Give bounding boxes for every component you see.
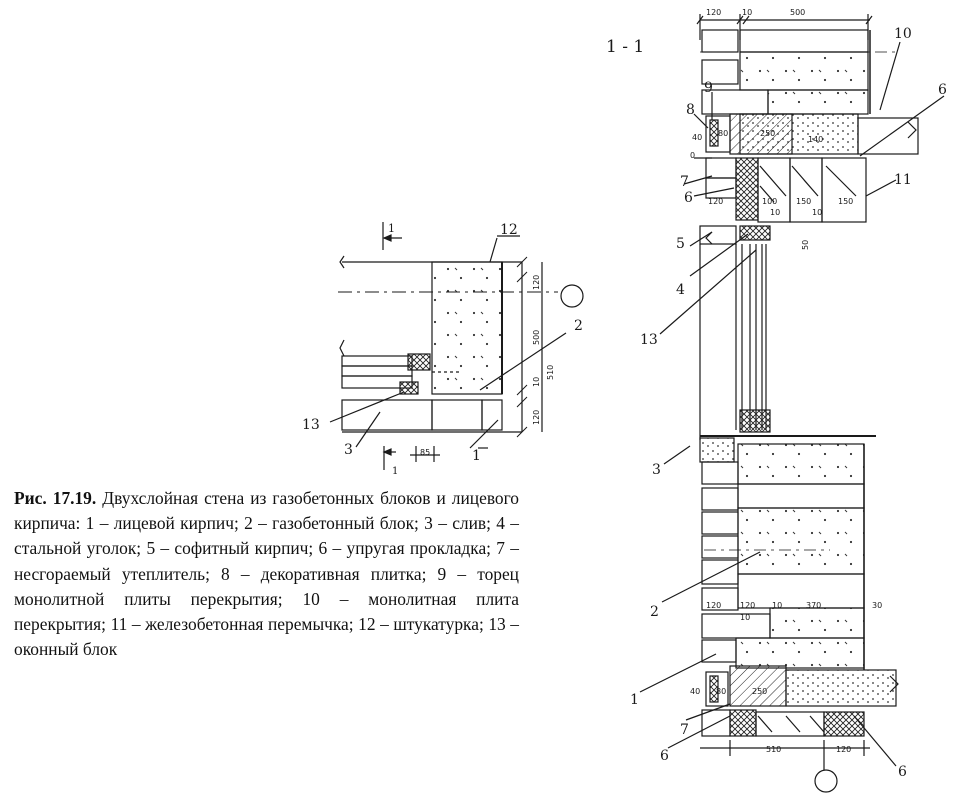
callout-section-11: 11 <box>894 172 912 188</box>
sec-dim-0: 0 <box>690 151 695 160</box>
sec-dim-50: 50 <box>801 240 810 250</box>
sec-dim-80a: 80 <box>718 129 728 138</box>
plan-section-mark: 1 <box>388 222 395 235</box>
sec-dim-120s: 120 <box>708 197 723 206</box>
sec-dim-b510: 510 <box>766 745 781 754</box>
sec-dim-t120: 120 <box>706 8 721 17</box>
plan-section-mark-bottom: 1 <box>392 466 398 477</box>
sec-dim-150a: 150 <box>796 197 811 206</box>
plan-fragment <box>329 222 584 470</box>
section-arrow-top <box>382 234 392 242</box>
callout-section-6d: 6 <box>898 764 907 780</box>
section-axis-marker <box>814 769 838 793</box>
callout-section-6a: 6 <box>938 82 947 98</box>
sec-dim-80b: 80 <box>716 687 726 696</box>
callout-plan-2: 2 <box>574 318 583 334</box>
plan-dim-510: 510 <box>546 365 555 380</box>
sec-dim-250a: 250 <box>760 129 775 138</box>
callout-section-10: 10 <box>894 26 912 42</box>
callout-section-13: 13 <box>640 332 658 348</box>
sec-dim-t500: 500 <box>790 8 805 17</box>
section-drawing <box>639 14 945 793</box>
callout-section-2: 2 <box>650 604 659 620</box>
caption-text: Двухслойная стена из газобетонных блоков… <box>14 488 519 660</box>
callout-section-3: 3 <box>652 462 661 478</box>
sec-dim-m120b: 120 <box>740 601 755 610</box>
callout-plan-3: 3 <box>344 442 353 458</box>
sec-dim-40a: 40 <box>692 133 702 142</box>
sec-dim-150b: 150 <box>838 197 853 206</box>
plan-dim-120b: 120 <box>532 410 541 425</box>
sec-dim-m370: 370 <box>806 601 821 610</box>
section-title: 1 - 1 <box>606 37 644 57</box>
sec-dim-m10b: 10 <box>740 613 750 622</box>
sec-dim-m30: 30 <box>872 601 882 610</box>
callout-section-9: 9 <box>704 80 713 96</box>
section-text: 1 - 1 120 10 500 40 80 250 140 0 120 100… <box>606 8 947 780</box>
callout-plan-12: 12 <box>500 222 518 238</box>
axis-marker <box>560 284 584 308</box>
figure-caption: Рис. 17.19. Двухслойная стена из газобет… <box>14 486 519 662</box>
sec-dim-t10: 10 <box>742 8 752 17</box>
plan-dim-85: 85 <box>420 448 430 457</box>
sec-dim-250b: 250 <box>752 687 767 696</box>
callout-section-8: 8 <box>686 102 695 118</box>
callout-section-6b: 6 <box>684 190 693 206</box>
sec-dim-100: 100 <box>762 197 777 206</box>
caption-prefix: Рис. 17.19. <box>14 488 97 508</box>
callout-plan-13: 13 <box>302 417 320 433</box>
callout-section-6c: 6 <box>660 748 669 764</box>
sec-dim-b120: 120 <box>836 745 851 754</box>
callout-plan-1: 1 <box>472 448 481 464</box>
sec-dim-40b: 40 <box>690 687 700 696</box>
sec-dim-10b: 10 <box>812 208 822 217</box>
plan-dim-500: 500 <box>532 330 541 345</box>
callout-section-7b: 7 <box>680 722 689 738</box>
plan-dim-10: 10 <box>532 377 541 387</box>
sec-dim-140: 140 <box>808 135 823 144</box>
plan-text: 1 1 12 2 13 3 1 85 120 500 10 510 120 <box>302 222 583 477</box>
plan-dim-120a: 120 <box>532 275 541 290</box>
callout-section-5: 5 <box>676 236 685 252</box>
sec-dim-10a: 10 <box>770 208 780 217</box>
callout-section-4: 4 <box>676 282 685 298</box>
plan-facing-brick <box>341 399 433 431</box>
callout-section-1: 1 <box>630 692 639 708</box>
sec-dim-m120a: 120 <box>706 601 721 610</box>
sec-dim-m10: 10 <box>772 601 782 610</box>
callout-section-7a: 7 <box>680 174 689 190</box>
